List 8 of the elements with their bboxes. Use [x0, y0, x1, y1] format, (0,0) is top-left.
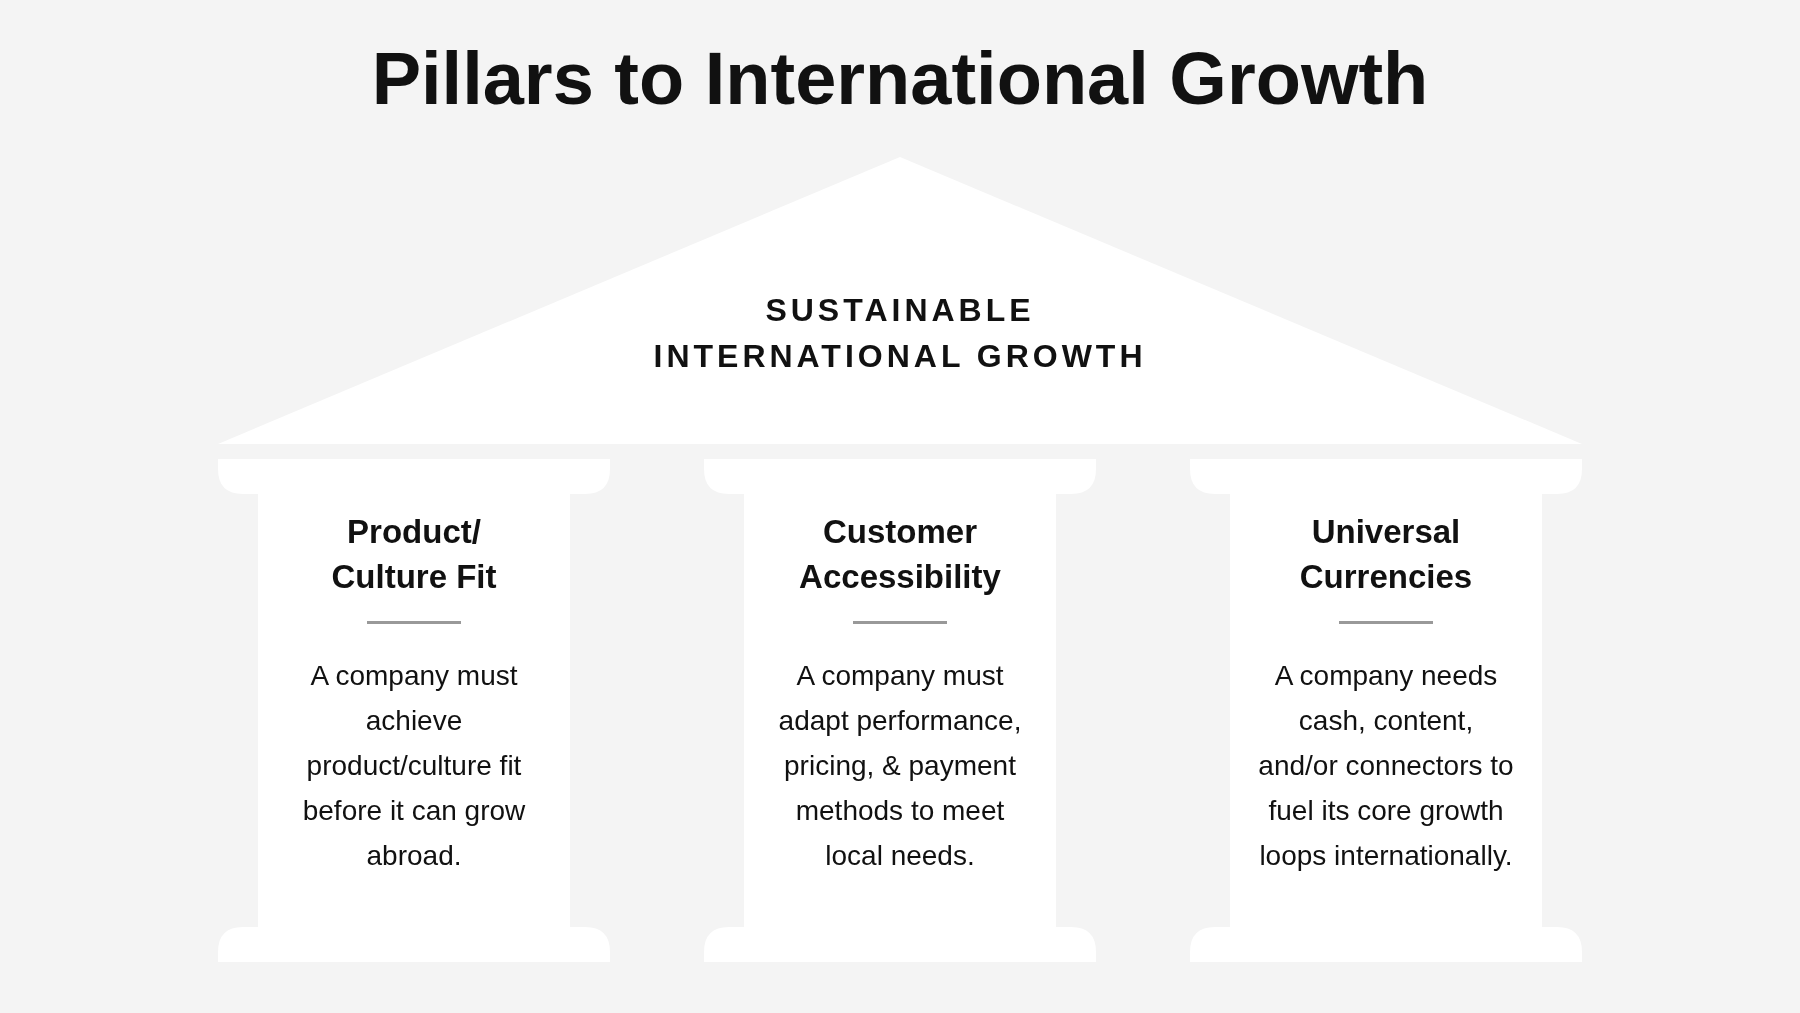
- pillar-heading: Universal Currencies: [1298, 512, 1474, 597]
- pillar-heading: Customer Accessibility: [798, 512, 1002, 597]
- pillar-heading: Product/ Culture Fit: [330, 512, 498, 597]
- pillar-description: A company must achieve product/culture fit before it can grow abroad.: [301, 659, 527, 873]
- pillar-description: A company must adapt performance, pricing, & payment methods to meet local needs.: [777, 659, 1023, 873]
- roof-label: SUSTAINABLE INTERNATIONAL GROWTH: [652, 291, 1148, 376]
- pillar-description: A company needs cash, content, and/or connectors to fuel its core growth loops internationally.: [1257, 659, 1515, 873]
- diagram-title: Pillars to International Growth: [370, 36, 1430, 121]
